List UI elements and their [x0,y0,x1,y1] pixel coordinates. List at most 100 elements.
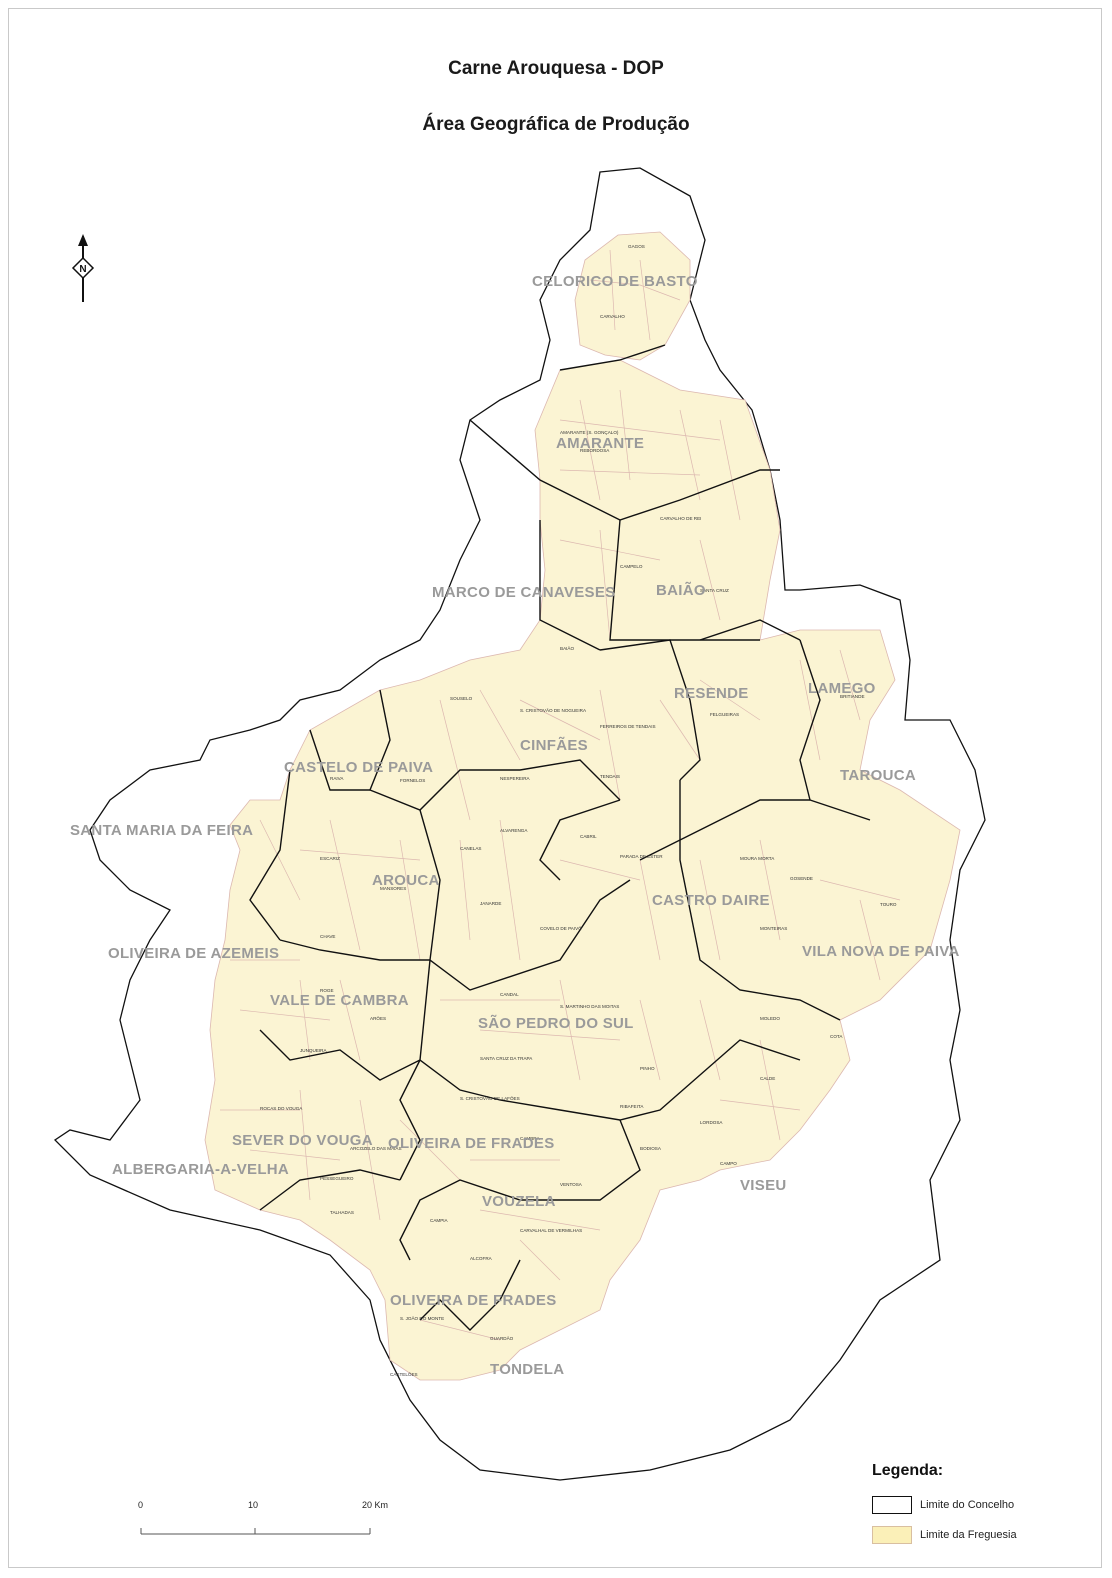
svg-text:BODIOSA: BODIOSA [640,1146,662,1151]
svg-text:CAMPO: CAMPO [720,1161,737,1166]
svg-text:CHAVE: CHAVE [320,934,336,939]
svg-text:GAGOS: GAGOS [628,244,645,249]
svg-text:ROCAS DO VOUGA: ROCAS DO VOUGA [260,1106,303,1111]
freguesia-boundaries [220,249,901,1341]
production-area [204,231,961,1381]
scale-tick-label: 0 [138,1500,144,1510]
svg-text:S. CRISTOVÃO DE NOGUEIRA: S. CRISTOVÃO DE NOGUEIRA [520,707,587,713]
svg-text:GOSENDE: GOSENDE [790,876,813,881]
concelho-label: RESENDE [674,685,749,702]
svg-text:LORDOSA: LORDOSA [700,1120,723,1125]
svg-text:BAIÃO: BAIÃO [560,645,574,651]
svg-text:GUARDÃO: GUARDÃO [490,1335,514,1341]
concelho-label: VILA NOVA DE PAIVA [802,943,960,960]
svg-text:FORNELOS: FORNELOS [400,778,425,783]
svg-text:REBORDOSA: REBORDOSA [580,448,610,453]
svg-text:FELGUEIRAS: FELGUEIRAS [710,712,739,717]
concelho-label: OLIVEIRA DE AZEMEIS [108,945,279,962]
svg-text:CAMPIA: CAMPIA [430,1218,449,1223]
svg-text:MONTEIRAS: MONTEIRAS [760,926,787,931]
svg-text:JANARDE: JANARDE [480,901,501,906]
svg-text:S. JOÃO DO MONTE: S. JOÃO DO MONTE [400,1315,444,1321]
legend-swatch-concelho [872,1496,912,1514]
concelho-label: SÃO PEDRO DO SUL [478,1014,634,1032]
svg-text:S. CRISTOVÃO DE LAFÕES: S. CRISTOVÃO DE LAFÕES [460,1095,520,1101]
concelho-label: AROUCA [372,872,440,889]
svg-text:ESCARIZ: ESCARIZ [320,856,340,861]
map-subtitle: Área Geográfica de Produção [422,114,690,135]
concelho-label: OLIVEIRA DE FRADES [388,1135,555,1152]
legend-swatch-freguesia [872,1526,912,1544]
svg-text:CAMPELO: CAMPELO [620,564,643,569]
concelho-label: TONDELA [490,1361,564,1378]
svg-text:MANSORES: MANSORES [380,886,406,891]
concelho-label: CELORICO DE BASTO [532,273,698,290]
legend-item-freguesia: Limite da Freguesia [872,1524,1017,1546]
legend-label: Limite do Concelho [920,1499,1015,1511]
svg-text:ARÕES: ARÕES [370,1015,386,1021]
freguesia-labels: GAGOS CARVALHO AMARANTE (S. GONÇALO) REB… [260,244,897,1377]
svg-text:CANELAS: CANELAS [460,846,481,851]
svg-text:CARVALHAL DE VERMILHAS: CARVALHAL DE VERMILHAS [520,1228,582,1233]
svg-text:ALCOFRA: ALCOFRA [470,1256,493,1261]
concelho-label: VISEU [740,1177,787,1194]
concelho-label: AMARANTE [556,435,644,452]
svg-text:PARADA DE ESTER: PARADA DE ESTER [620,854,663,859]
north-arrow-icon: N [71,234,95,302]
scale-bar-graphic [140,1528,371,1535]
svg-text:RIBAFEITA: RIBAFEITA [620,1104,644,1109]
svg-text:CARVALHO: CARVALHO [600,314,625,319]
svg-text:CARVALHO DE REI: CARVALHO DE REI [660,516,701,521]
concelho-label: SANTA MARIA DA FEIRA [70,822,253,839]
concelho-label: VOUZELA [482,1193,556,1210]
svg-text:BRITIANDE: BRITIANDE [840,694,865,699]
svg-text:ARCOZELO DAS MAIAS: ARCOZELO DAS MAIAS [350,1146,402,1151]
map-title: Carne Arouquesa - DOP [448,58,664,79]
svg-text:RAIVA: RAIVA [330,776,344,781]
svg-text:S. MARTINHO DAS MOITAS: S. MARTINHO DAS MOITAS [560,1004,619,1009]
concelho-label: ALBERGARIA-A-VELHA [112,1161,289,1178]
scale-tick-label: 20 Km [362,1500,389,1510]
north-label: N [79,264,86,275]
svg-text:JUNQUEIRA: JUNQUEIRA [300,1048,327,1053]
concelho-label: TAROUCA [840,767,916,784]
production-area-fill [204,231,961,1381]
concelho-label: SEVER DO VOUGA [232,1132,373,1149]
svg-text:TOURO: TOURO [880,902,897,907]
concelho-label: OLIVEIRA DE FRADES [390,1292,557,1309]
svg-text:CALDE: CALDE [760,1076,775,1081]
svg-text:MOLEDO: MOLEDO [760,1016,780,1021]
svg-text:PINHO: PINHO [640,1066,655,1071]
scale-bar: 0 10 20 Km [138,1500,400,1550]
svg-text:CAMBRA: CAMBRA [520,1136,541,1141]
concelho-label: LAMEGO [808,680,876,697]
svg-text:CABRIL: CABRIL [580,834,597,839]
svg-text:TALHADAS: TALHADAS [330,1210,354,1215]
concelho-label: CINFÃES [520,736,588,754]
svg-text:CASTELÕES: CASTELÕES [390,1371,418,1377]
scale-tick-label: 10 [248,1500,259,1510]
concelho-label: BAIÃO [656,581,706,599]
svg-text:SANTA CRUZ: SANTA CRUZ [700,588,729,593]
concelho-label: VALE DE CAMBRA [270,992,409,1009]
svg-text:FERREIROS DE TENDAIS: FERREIROS DE TENDAIS [600,724,656,729]
svg-text:VENTOSA: VENTOSA [560,1182,583,1187]
svg-text:AMARANTE (S. GONÇALO): AMARANTE (S. GONÇALO) [560,430,619,435]
concelho-label: CASTELO DE PAIVA [284,759,433,776]
svg-text:COVELO DE PAIVÔ: COVELO DE PAIVÔ [540,925,582,931]
svg-text:NESPEREIRA: NESPEREIRA [500,776,531,781]
concelho-label: CASTRO DAIRE [652,892,770,909]
svg-text:SANTA CRUZ DA TRAPA: SANTA CRUZ DA TRAPA [480,1056,533,1061]
concelho-boundaries [249,344,871,1331]
svg-text:TENDAIS: TENDAIS [600,774,620,779]
svg-text:MOURA MORTA: MOURA MORTA [740,856,775,861]
svg-text:SOUSELO: SOUSELO [450,696,473,701]
svg-text:PESSEGUEIRO: PESSEGUEIRO [320,1176,354,1181]
concelho-labels: CELORICO DE BASTO AMARANTE MARCO DE CANA… [70,273,960,1378]
legend-item-concelho: Limite do Concelho [872,1494,1014,1516]
svg-text:CANDAL: CANDAL [500,992,519,997]
svg-text:ROGE: ROGE [320,988,334,993]
legend-label: Limite da Freguesia [920,1529,1017,1541]
svg-text:COTA: COTA [830,1034,843,1039]
